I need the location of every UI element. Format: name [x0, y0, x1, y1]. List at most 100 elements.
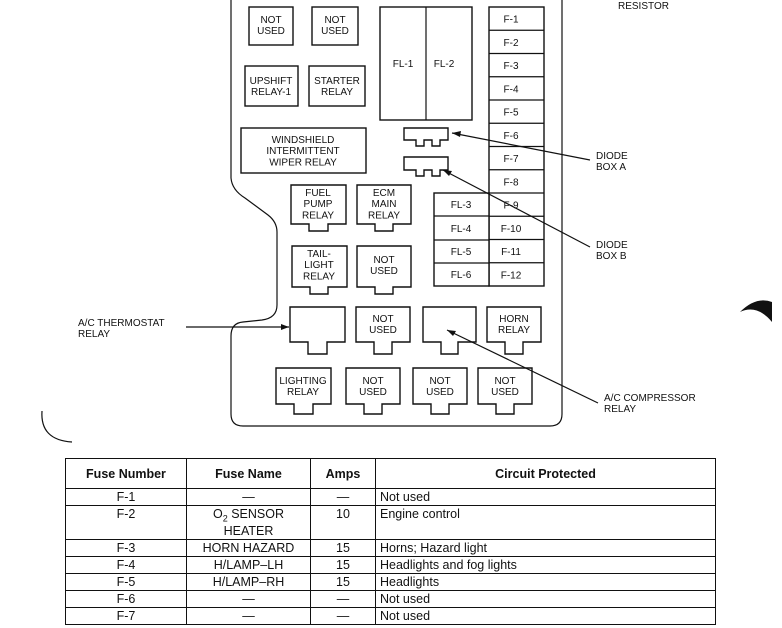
relay-ac-thermostat: [289, 306, 346, 355]
fuse-label: F-8: [504, 177, 519, 188]
cell-amps: 15: [310, 572, 376, 591]
cell-fuse-number: F-6: [65, 589, 187, 608]
cell-circuit: Not used: [375, 488, 716, 506]
cell-circuit: Not used: [375, 606, 716, 625]
fuse-label: F-11: [501, 247, 521, 258]
cell-circuit: Horns; Hazard light: [375, 538, 716, 557]
fuse-label: F-1: [504, 15, 519, 26]
cell-fuse-number: F-3: [65, 538, 187, 557]
diode-box-b: [403, 156, 449, 177]
fuse-label: F-4: [504, 84, 519, 95]
fusible-link-label: FL-4: [451, 224, 472, 235]
cell-fuse-name: HORN HAZARD: [186, 538, 311, 557]
fusible-link-label: FL-6: [451, 270, 472, 281]
fusible-link-block-top: FL-1 FL-2: [379, 6, 473, 121]
cell-fuse-name: —: [186, 488, 311, 506]
fusible-link-label: FL-3: [451, 200, 472, 211]
fuse-label: F-5: [504, 108, 519, 119]
table-row: F-7——Not used: [65, 606, 716, 625]
fuse-label: F-6: [504, 131, 519, 142]
cell-fuse-number: F-7: [65, 606, 187, 625]
diode-box-a: [403, 127, 449, 147]
fuse-label: F-7: [504, 154, 519, 165]
fusible-link-label: FL-2: [434, 59, 455, 70]
fuse-label: F-10: [501, 224, 522, 235]
header-fuse-number: Fuse Number: [65, 458, 187, 489]
scan-mark: [41, 410, 73, 443]
header-circuit-protected: Circuit Protected: [375, 458, 716, 489]
table-row: F-6——Not used: [65, 589, 716, 608]
fusible-link-block-bottom: FL-3 FL-4 FL-5 FL-6: [433, 192, 490, 287]
fuse-label: F-2: [504, 38, 519, 49]
cell-amps: —: [310, 606, 376, 625]
fuse-box-outline: [230, 0, 563, 427]
fusible-link-label: FL-1: [393, 59, 414, 70]
cell-fuse-name: H/LAMP–RH: [186, 572, 311, 591]
cell-amps: —: [310, 488, 376, 506]
header-amps: Amps: [310, 458, 376, 489]
resistor-label: RESISTOR: [618, 1, 669, 12]
cell-circuit: Headlights: [375, 572, 716, 591]
fuse-table: Fuse Number Fuse Name Amps Circuit Prote…: [65, 458, 716, 625]
cell-fuse-name: H/LAMP–LH: [186, 555, 311, 574]
cell-amps: 15: [310, 555, 376, 574]
cell-amps: —: [310, 589, 376, 608]
cell-amps: 10: [310, 505, 376, 540]
cell-fuse-number: F-2: [65, 505, 187, 540]
cell-amps: 15: [310, 538, 376, 557]
fusible-link-label: FL-5: [451, 247, 472, 258]
leader-lines: [186, 131, 599, 404]
fuse-label: F-12: [501, 270, 522, 281]
cell-fuse-number: F-4: [65, 555, 187, 574]
cell-fuse-number: F-5: [65, 572, 187, 591]
cell-fuse-number: F-1: [65, 488, 187, 506]
fuse-label: F-3: [504, 61, 519, 72]
cell-fuse-name: —: [186, 589, 311, 608]
page-edge-mark: [740, 300, 772, 322]
cell-circuit: Headlights and fog lights: [375, 555, 716, 574]
fuse-column: F-1F-2F-3F-4F-5F-6F-7F-8F-9F-10F-11F-12: [488, 6, 545, 287]
cell-circuit: Not used: [375, 589, 716, 608]
cell-circuit: Engine control: [375, 505, 716, 540]
cell-fuse-name: —: [186, 606, 311, 625]
